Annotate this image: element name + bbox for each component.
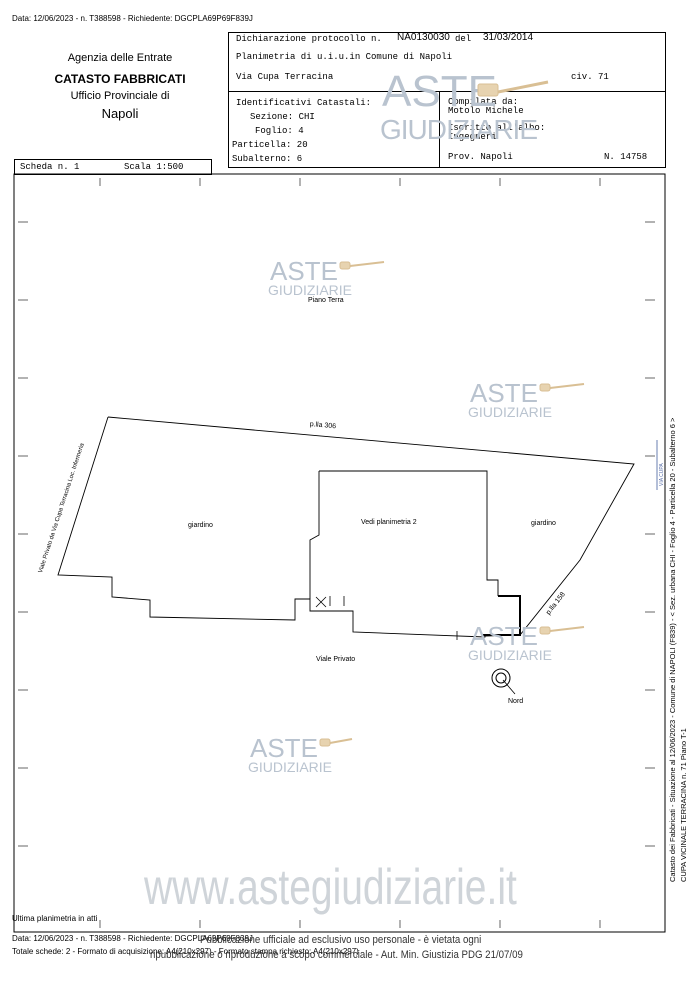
- compiler-box: [439, 91, 666, 168]
- scheda-number: Scheda n. 1: [20, 162, 80, 172]
- garden-right-label: giardino: [531, 520, 556, 527]
- address-line: Via Cupa Terracina: [236, 72, 334, 82]
- sezione-value: Sezione: CHI: [250, 112, 315, 122]
- private-road-label: Viale Privato: [316, 656, 356, 663]
- footer-total-sheets: Totale schede: 2 - Formato di acquisizio…: [12, 947, 359, 956]
- watermark-site: www.astegiudiziarie.it: [144, 859, 517, 915]
- compiled-by-label: Compilata da:: [448, 97, 519, 107]
- foglio-value: Foglio: 4: [255, 126, 304, 136]
- agency-name: Agenzia delle Entrate: [67, 52, 173, 64]
- province-label: Prov. Napoli: [448, 152, 513, 162]
- register-label: Iscritto all'albo:: [448, 123, 546, 133]
- side-text-situation: Catasto dei Fabbricati - Situazione al 1…: [668, 417, 677, 882]
- protocol-number: NA0130030: [397, 32, 450, 43]
- side-text-address: CUPA VICINALE TERRACINA n. 71 Piano T-1: [679, 728, 688, 882]
- gate-marks: [315, 596, 458, 640]
- building-outline: [319, 470, 499, 596]
- north-label: Nord: [508, 698, 524, 705]
- publication-notice-2: ripubblicazione o riproduzione a scopo c…: [150, 949, 523, 961]
- identifiers-title: Identificativi Catastali:: [236, 98, 372, 108]
- particella-value: Particella: 20: [232, 140, 308, 150]
- civic-number: civ. 71: [571, 72, 609, 82]
- frame-ticks: [18, 178, 655, 928]
- top-request-line: Data: 12/06/2023 - n. T388598 - Richiede…: [12, 14, 253, 23]
- register-number: N. 14758: [604, 152, 648, 162]
- declaration-label: Dichiarazione protocollo n.: [236, 34, 382, 44]
- scale-label: Scala 1:500: [124, 162, 184, 172]
- declaration-del: del: [455, 34, 472, 44]
- plan-municipality-line: Planimetria di u.i.u.in Comune di Napoli: [236, 52, 453, 62]
- office-label: Ufficio Provinciale di: [70, 90, 170, 102]
- catasto-title: CATASTO FABBRICATI: [54, 72, 186, 86]
- see-plan-2-label: Vedi planimetria 2: [361, 519, 417, 526]
- last-plan-note: Ultima planimetria in atti: [12, 914, 98, 923]
- garden-left-label: giardino: [188, 522, 213, 529]
- declaration-date: 31/03/2014: [483, 32, 534, 43]
- register-value: Ingegneri: [448, 132, 497, 142]
- thick-wall: [482, 595, 521, 636]
- publication-notice-1: Pubblicazione ufficiale ad esclusivo uso…: [200, 934, 482, 946]
- compiler-name: Motolo Michele: [448, 106, 524, 116]
- plan-frame: [13, 173, 666, 933]
- footer-request-line: Data: 12/06/2023 - n. T388598 - Richiede…: [12, 934, 253, 943]
- office-city: Napoli: [101, 106, 139, 121]
- side-stamp: VIA CUPA: [659, 463, 665, 486]
- subalterno-value: Subalterno: 6: [232, 154, 303, 164]
- floor-label: Piano Terra: [308, 297, 344, 304]
- lot-outline: [57, 416, 635, 638]
- agency-block: Agenzia delle Entrate CATASTO FABBRICATI…: [20, 32, 228, 160]
- north-symbol: [491, 668, 516, 695]
